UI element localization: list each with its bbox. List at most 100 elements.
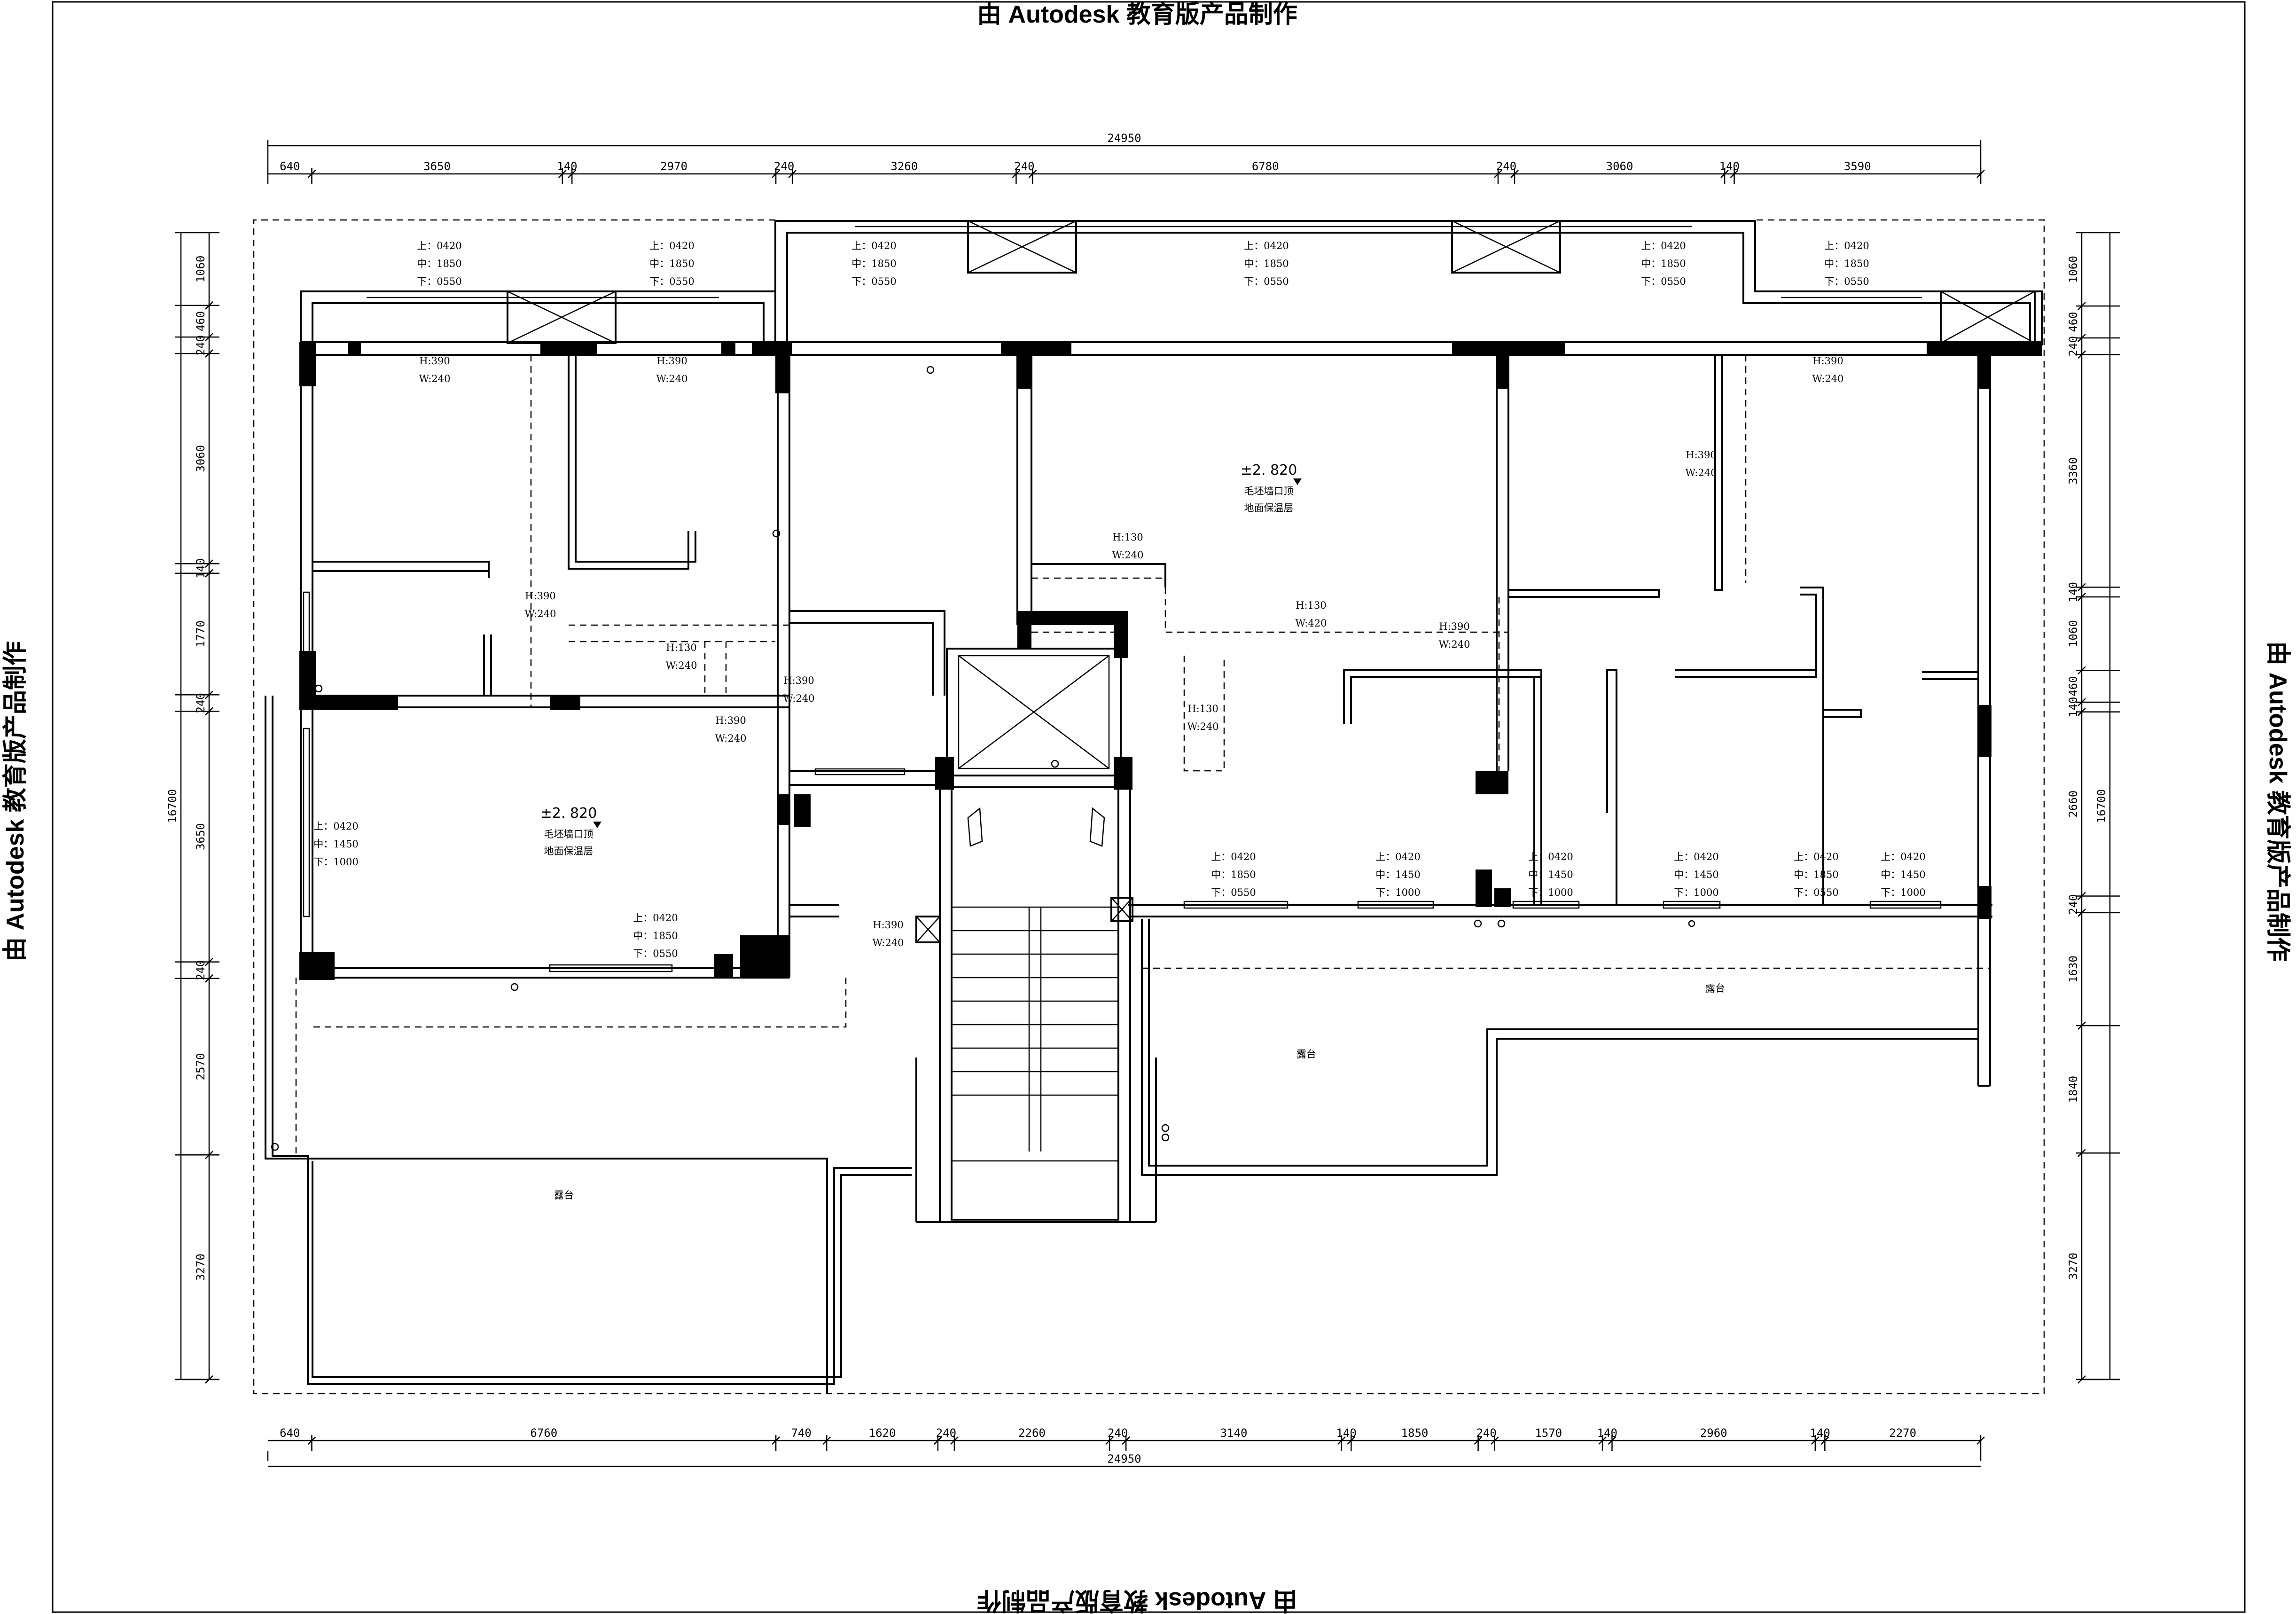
opening-label: H:130 <box>666 642 696 653</box>
window-label: 中：1850 <box>417 258 461 269</box>
dim-bottom-segment: 3140 <box>1220 1426 1248 1440</box>
opening-label: W:240 <box>419 373 451 384</box>
dim-left-segment: 240 <box>194 693 207 713</box>
opening-label: W:240 <box>873 937 904 948</box>
watermark-left: 由 Autodesk 教育版产品制作 <box>2 641 29 962</box>
window-label: 上：0420 <box>1794 851 1838 862</box>
floor-drains <box>271 366 1695 1151</box>
dim-top-segment: 3590 <box>1844 160 1871 173</box>
dim-right-segment: 2660 <box>2067 791 2080 818</box>
dim-bottom-segment: 1850 <box>1401 1426 1429 1440</box>
window-label: 中：1450 <box>1528 869 1573 880</box>
dim-right-segment: 240 <box>2067 894 2080 915</box>
dim-bottom-segment: 140 <box>1810 1426 1830 1440</box>
dim-left-segment: 3270 <box>194 1254 207 1281</box>
dim-top-segment: 140 <box>557 160 577 173</box>
window-label: 下：0550 <box>1641 276 1686 287</box>
opening-label: W:420 <box>1296 618 1327 629</box>
dim-left-segment: 1770 <box>194 620 207 648</box>
opening-label: H:390 <box>873 919 903 931</box>
dimension-lines: 24950 640 3650 140 2970 240 3260 240 6780 240 3060… <box>166 132 2120 1467</box>
opening-label: H:390 <box>715 715 746 726</box>
sheet-border <box>52 1 2246 1613</box>
dim-bottom-segment: 240 <box>1108 1426 1128 1440</box>
opening-label: H:390 <box>1686 449 1716 461</box>
room-note: 地面保温层 <box>1244 502 1294 514</box>
window-label: 中：1850 <box>1211 869 1256 880</box>
dim-top-segment: 640 <box>280 160 300 173</box>
window-label: 下：0550 <box>1211 887 1256 898</box>
opening-label: W:240 <box>666 660 697 671</box>
room-note: 毛坯墙口顶 <box>544 829 594 840</box>
opening-label: W:240 <box>525 608 556 619</box>
window-label: 上：0420 <box>851 240 896 251</box>
dim-right-segment: 240 <box>2067 336 2080 356</box>
dim-left-segment: 460 <box>194 311 207 331</box>
window-label: 中：1850 <box>649 258 694 269</box>
dim-left-segment: 140 <box>194 558 207 579</box>
room-note: 毛坯墙口顶 <box>1244 486 1294 497</box>
dim-bottom-segment: 2960 <box>1700 1426 1727 1440</box>
window-label: 中：1850 <box>1244 258 1289 269</box>
dim-bottom-segment: 140 <box>1597 1426 1617 1440</box>
opening-label: H:130 <box>1296 600 1326 611</box>
dim-right-segment: 3360 <box>2067 457 2080 485</box>
window-label: 下：0550 <box>1244 276 1289 287</box>
dim-bottom-segment: 1620 <box>869 1426 896 1440</box>
window-label: 上：0420 <box>1211 851 1256 862</box>
dim-bottom-segment: 140 <box>1336 1426 1356 1440</box>
dim-left-total: 16700 <box>166 789 179 823</box>
opening-label: W:240 <box>783 693 815 704</box>
opening-label: H:390 <box>419 355 450 367</box>
dim-bottom-segment: 640 <box>280 1426 300 1440</box>
dim-left-segment: 3650 <box>194 823 207 850</box>
opening-label: W:240 <box>715 733 747 744</box>
window-label: 下：1000 <box>313 856 358 868</box>
opening-label: W:240 <box>1112 549 1144 561</box>
dim-top-segment: 3260 <box>890 160 918 173</box>
vent-box <box>967 220 1077 274</box>
dim-top-segment: 140 <box>1719 160 1740 173</box>
dim-bottom-segment: 2270 <box>1889 1426 1916 1440</box>
dim-right-segment: 140 <box>2067 697 2080 717</box>
opening-label: H:390 <box>1812 355 1843 367</box>
terrace-label: 露台 <box>1296 1049 1316 1060</box>
dim-left-segment: 3060 <box>194 445 207 472</box>
opening-label: H:390 <box>783 675 814 686</box>
dim-left-segment: 240 <box>194 335 207 355</box>
window-label: 上：0420 <box>1641 240 1686 251</box>
dim-bottom-segment: 240 <box>936 1426 956 1440</box>
dim-bottom-segment: 2260 <box>1018 1426 1046 1440</box>
dim-top-segment: 240 <box>774 160 794 173</box>
dim-right-segment: 1840 <box>2067 1076 2080 1103</box>
window-label: 上：0420 <box>313 821 358 832</box>
opening-label: H:390 <box>656 355 687 367</box>
window-label: 中：1450 <box>313 838 358 850</box>
window-label: 下：1000 <box>1528 887 1573 898</box>
window-label: 上：0420 <box>649 240 694 251</box>
window-label: 上：0420 <box>1824 240 1869 251</box>
window-label: 下：0550 <box>649 276 694 287</box>
dim-right-total: 16700 <box>2095 789 2108 823</box>
dim-right-segment: 140 <box>2067 582 2080 602</box>
dim-bottom-total: 24950 <box>1107 1452 1141 1465</box>
watermark-bottom: 由 Autodesk 教育版产品制作 <box>977 1587 1297 1614</box>
level-mark: ±2. 820 <box>540 805 597 822</box>
dim-bottom-segment: 240 <box>1476 1426 1496 1440</box>
window-label: 中：1450 <box>1375 869 1420 880</box>
dim-left-segment: 240 <box>194 960 207 980</box>
window-label: 中：1850 <box>1794 869 1838 880</box>
dim-right-segment: 1060 <box>2067 620 2080 647</box>
window-label: 下：1000 <box>1674 887 1718 898</box>
window-label: 下：1000 <box>1881 887 1925 898</box>
opening-label: W:240 <box>1812 373 1844 384</box>
level-marker-icon <box>593 822 601 828</box>
dim-right-segment: 1630 <box>2067 956 2080 983</box>
dim-top-segment: 2970 <box>660 160 687 173</box>
dim-right-segment: 3270 <box>2067 1253 2080 1280</box>
dim-right-segment: 460 <box>2067 312 2080 332</box>
dim-top-segment: 240 <box>1014 160 1034 173</box>
terrace-label: 露台 <box>1705 983 1725 994</box>
dim-top-segment: 6780 <box>1252 160 1279 173</box>
